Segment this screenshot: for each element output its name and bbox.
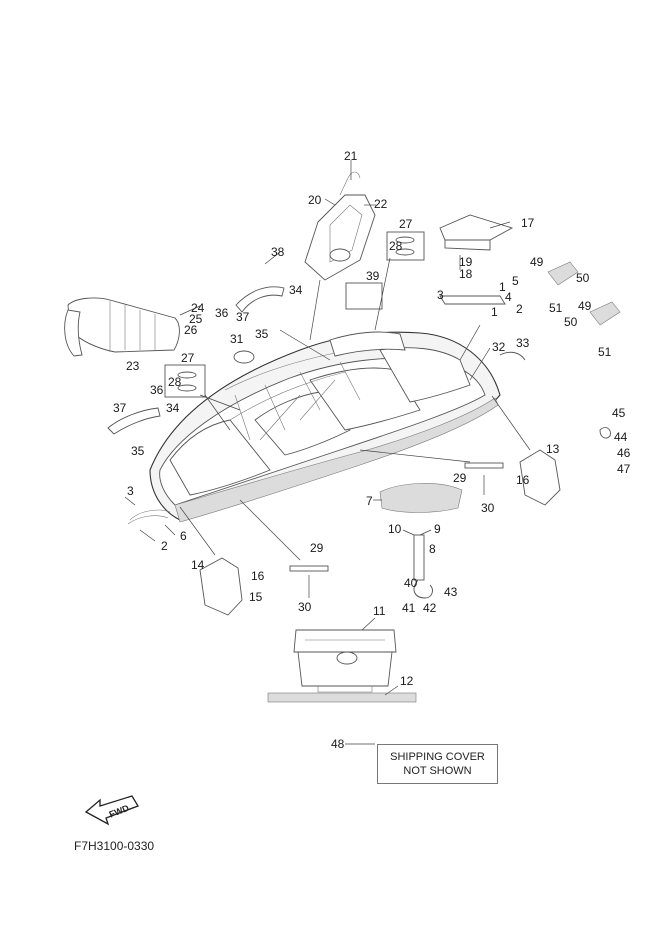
callout: 29 bbox=[453, 471, 467, 485]
callout: 3 bbox=[127, 484, 134, 498]
callout-numbers: 1 1 2 2 3 3 4 5 6 7 8 9 10 11 12 13 14 1… bbox=[113, 149, 631, 751]
shipping-note-line2: NOT SHOWN bbox=[403, 765, 472, 777]
callout: 9 bbox=[434, 522, 441, 536]
callout: 28 bbox=[168, 375, 182, 389]
callout: 35 bbox=[255, 327, 269, 341]
callout: 34 bbox=[166, 401, 180, 415]
windshield-panel-illustration bbox=[304, 194, 376, 281]
callout: 4 bbox=[505, 290, 512, 304]
callout: 12 bbox=[400, 674, 414, 688]
callout: 3 bbox=[437, 288, 444, 302]
strip-illustration bbox=[267, 692, 417, 703]
callout: 10 bbox=[388, 522, 402, 536]
callout: 28 bbox=[389, 239, 403, 253]
glove-box-illustration bbox=[439, 214, 514, 251]
callout: 16 bbox=[516, 473, 530, 487]
callout: 50 bbox=[576, 271, 590, 285]
callout: 38 bbox=[271, 245, 285, 259]
callout: 1 bbox=[491, 305, 498, 319]
callout: 11 bbox=[373, 604, 386, 618]
callout: 33 bbox=[516, 336, 530, 350]
callout: 41 bbox=[402, 601, 416, 615]
callout: 8 bbox=[429, 542, 436, 556]
callout: 36 bbox=[215, 306, 229, 320]
cleat-assembly-illustration bbox=[164, 231, 425, 398]
brackets-illustration bbox=[199, 449, 561, 616]
callout: 24 bbox=[191, 301, 205, 315]
callout: 27 bbox=[181, 351, 195, 365]
callout: 2 bbox=[161, 539, 168, 553]
mounts-illustration bbox=[289, 462, 504, 572]
callout: 44 bbox=[614, 430, 628, 444]
callout: 22 bbox=[374, 197, 388, 211]
deck-hull-illustration bbox=[149, 331, 501, 523]
callout: 34 bbox=[289, 283, 303, 297]
callout: 37 bbox=[113, 401, 127, 415]
callout: 29 bbox=[310, 541, 324, 555]
callout: 40 bbox=[404, 576, 418, 590]
callout: 39 bbox=[366, 269, 380, 283]
callout: 26 bbox=[184, 323, 198, 337]
callout: 19 bbox=[459, 255, 473, 269]
drawing-code: F7H3100-0330 bbox=[74, 839, 155, 853]
callout: 27 bbox=[399, 217, 413, 231]
callout: 30 bbox=[298, 600, 312, 614]
callout: 42 bbox=[423, 601, 437, 615]
callout: 32 bbox=[492, 340, 506, 354]
callout: 49 bbox=[530, 255, 544, 269]
shipping-note-line1: SHIPPING COVER bbox=[390, 751, 485, 763]
callout: 50 bbox=[564, 315, 578, 329]
callout: 48 bbox=[331, 737, 345, 751]
callout: 6 bbox=[180, 529, 187, 543]
callout: 49 bbox=[578, 299, 592, 313]
callout: 47 bbox=[617, 462, 631, 476]
callout: 13 bbox=[546, 442, 560, 456]
callout: 18 bbox=[459, 267, 473, 281]
bow-frame-illustration bbox=[64, 297, 180, 357]
callout: 25 bbox=[189, 312, 203, 326]
callout: 1 bbox=[499, 280, 506, 294]
callout: 2 bbox=[516, 302, 523, 316]
callout: 21 bbox=[344, 149, 358, 163]
callout: 16 bbox=[251, 569, 265, 583]
cover-plate-illustration bbox=[379, 483, 463, 513]
leader-lines bbox=[124, 160, 531, 745]
callout: 46 bbox=[617, 446, 631, 460]
small-parts-illustration bbox=[127, 171, 611, 525]
callout: 7 bbox=[366, 494, 373, 508]
bumper-pads-illustration bbox=[547, 261, 621, 326]
callout: 51 bbox=[549, 301, 563, 315]
callout: 17 bbox=[521, 216, 535, 230]
forward-arrow-icon: FWD bbox=[84, 795, 139, 826]
grab-handles-illustration bbox=[107, 286, 285, 435]
callout: 43 bbox=[444, 585, 458, 599]
callout: 5 bbox=[512, 274, 519, 288]
callout: 20 bbox=[308, 193, 322, 207]
callout: 30 bbox=[481, 501, 495, 515]
callout: 37 bbox=[236, 310, 250, 324]
callout: 15 bbox=[249, 590, 263, 604]
callout: 14 bbox=[191, 558, 205, 572]
shipping-cover-note: SHIPPING COVER NOT SHOWN bbox=[377, 744, 498, 784]
callout: 31 bbox=[230, 332, 244, 346]
callout: 36 bbox=[150, 383, 164, 397]
table-post-illustration bbox=[413, 534, 433, 599]
cooler-illustration bbox=[293, 629, 397, 693]
callout: 45 bbox=[612, 406, 626, 420]
callout: 23 bbox=[126, 359, 140, 373]
callout: 51 bbox=[598, 345, 612, 359]
callout: 35 bbox=[131, 444, 145, 458]
